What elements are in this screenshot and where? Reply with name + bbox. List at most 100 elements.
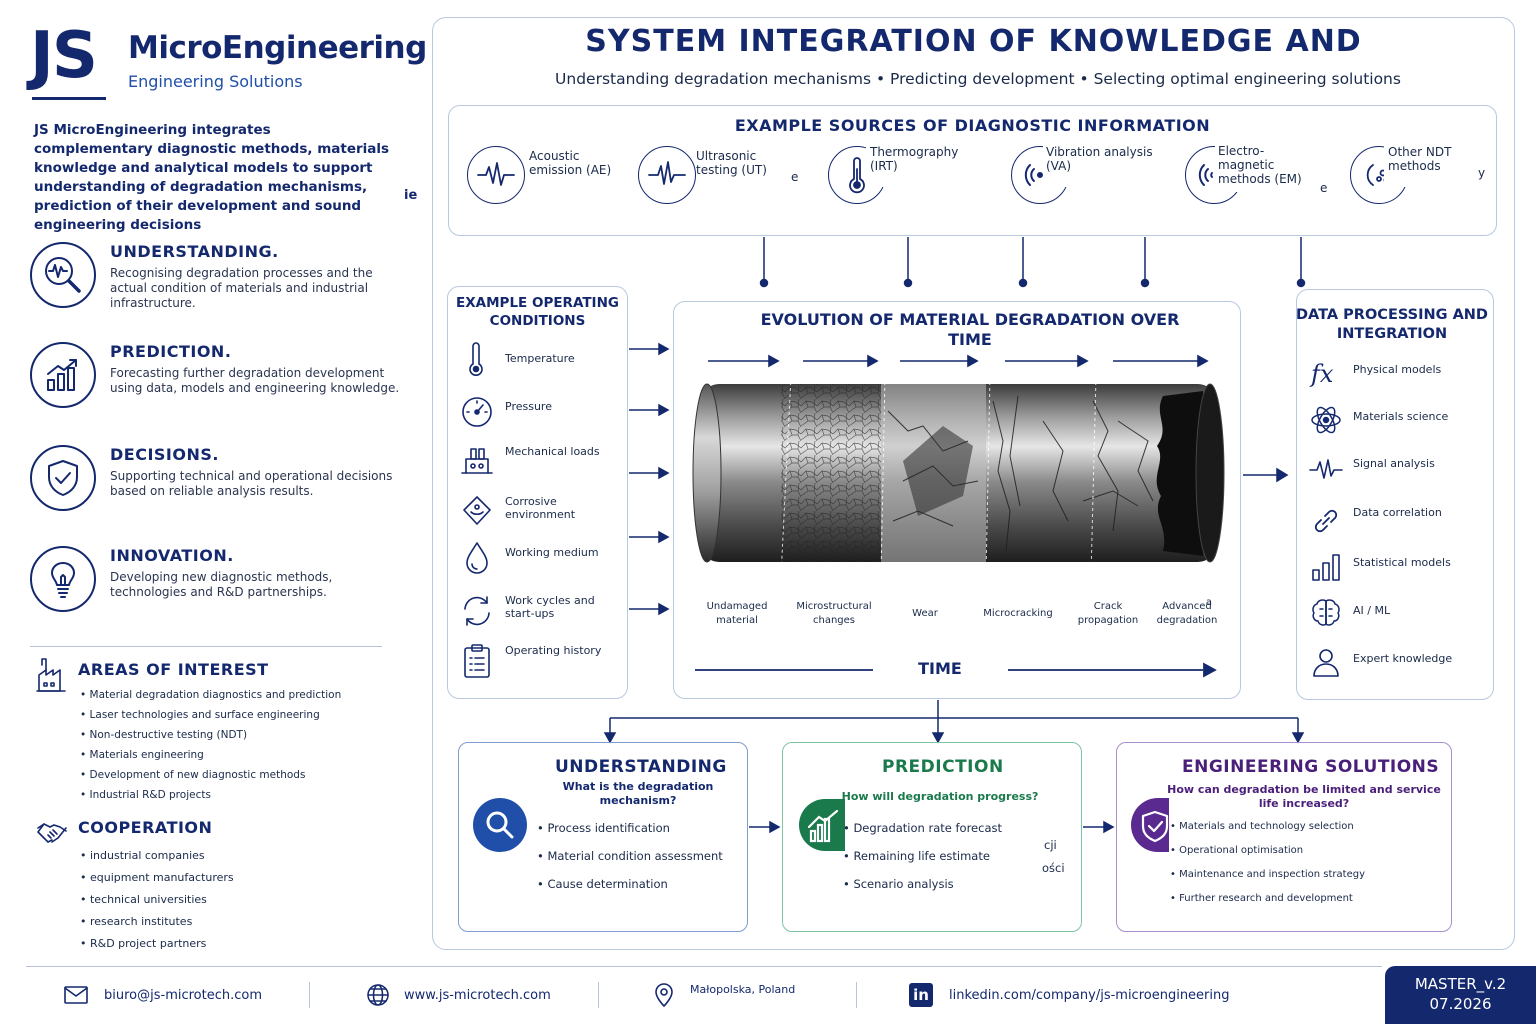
link-icon [1310,505,1342,541]
brand-tagline: Engineering Solutions [128,72,303,91]
outcome-title: PREDICTION [882,757,1004,777]
outcome-item: • Cause determination [537,877,668,891]
source-label-text: Thermography (IRT) [870,145,959,173]
outcome-understanding [458,742,748,932]
outcome-question: How will degradation progress? [841,790,1039,803]
outcome-item: • Maintenance and inspection strategy [1170,869,1366,880]
source-label: Ultrasonic testing (UT) [696,149,767,177]
outcome-item: • Further research and development [1170,893,1353,904]
ultrasound-icon [638,146,696,204]
list-item: • Laser technologies and surface enginee… [80,709,320,721]
condition-label: Working medium [505,546,599,559]
gauge-icon [460,395,494,431]
clipboard-icon [462,643,492,683]
handshake-icon [36,818,68,852]
processing-label: Signal analysis [1353,457,1435,470]
source-label: Other NDT methods [1384,145,1474,187]
degradation-pipe-illustration [692,354,1225,678]
source-label-text: Electro-magnetic methods (EM) [1218,144,1302,186]
shield-check-icon [1131,798,1169,852]
outcome-title: ENGINEERING SOLUTIONS [1182,757,1440,777]
envelope-icon [64,986,88,1008]
pillar-text: Developing new diagnostic methods, techn… [110,570,333,599]
brain-icon [1309,597,1343,633]
trend-chart-icon [799,799,845,851]
source-label: Electro-magnetic methods (EM) [1215,140,1315,192]
conditions-title: EXAMPLE OPERATING CONDITIONS [456,295,619,329]
stray-text: e [1320,181,1328,195]
footer-website[interactable]: www.js-microtech.com [404,988,551,1003]
source-label-text: Other NDT methods [1388,145,1452,173]
list-item: • equipment manufacturers [80,871,234,884]
pillar-text: Forecasting further degradation developm… [110,366,400,395]
outcome-item: • Process identification [537,821,670,835]
pillar-title: UNDERSTANDING. [110,242,279,261]
weights-icon [460,443,494,479]
search-icon [473,798,527,852]
processing-label: Materials science [1353,410,1449,423]
outcome-item: • Operational optimisation [1170,845,1304,856]
sources-title: EXAMPLE SOURCES OF DIAGNOSTIC INFORMATIO… [734,116,1211,135]
fx-icon: fx [1311,360,1334,388]
outcome-title: UNDERSTANDING [555,757,727,777]
stage-label: Advanced degradation [1156,601,1218,626]
processing-label: Statistical models [1353,556,1451,569]
main-frame [432,17,1515,950]
outcome-item: • Remaining life estimate [843,849,990,863]
footer-divider [26,966,1382,967]
cycle-icon [459,593,495,633]
stage-label: Undamaged material [706,601,768,626]
logo-underline [32,97,106,100]
source-label: Acoustic emission (AE) [529,149,612,177]
linkedin-icon: in [909,983,933,1007]
areas-title: AREAS OF INTEREST [78,660,269,679]
processing-label: Physical models [1353,363,1442,376]
outcome-item: • Degradation rate forecast [843,821,1002,835]
droplet-icon [462,540,492,580]
processing-label: AI / ML [1353,604,1391,617]
magnifier-signal-icon [30,242,96,308]
pillar-text: Recognising degradation processes and th… [110,266,373,310]
list-item: • industrial companies [80,849,205,862]
stage-label: Microstructural changes [796,601,872,626]
footer-location: Małopolska, Poland [690,983,796,996]
version-date: 07.2026 [1429,995,1492,1013]
list-item: • research institutes [80,915,193,928]
footer-separator [309,982,310,1008]
list-item: • Non-destructive testing (NDT) [80,729,248,741]
pillar-title: INNOVATION. [110,546,234,565]
thermometer-icon [462,342,490,382]
conditions-panel [447,286,628,699]
stray-text: ie [404,188,418,203]
condition-label: Pressure [505,400,552,413]
list-item: • technical universities [80,893,207,906]
waveform-icon [467,146,525,204]
page-title: SYSTEM INTEGRATION OF KNOWLEDGE AND [585,24,1362,59]
stray-text: e [791,170,799,184]
stage-label: Microcracking [983,608,1053,619]
stray-text: a [1205,597,1213,608]
outcome-prediction [782,742,1082,932]
atom-icon [1309,403,1343,441]
outcome-item: • Materials and technology selection [1170,821,1354,832]
outcome-engineering [1116,742,1452,932]
outcome-item: • Scenario analysis [843,877,954,891]
person-icon [1310,646,1342,682]
list-item: • Materials engineering [80,749,204,761]
brand-name: MicroEngineering [128,30,427,66]
globe-icon [366,983,390,1011]
waveform-icon [1309,457,1343,487]
pillar-text: Supporting technical and operational dec… [110,469,393,498]
footer-email[interactable]: biuro@js-microtech.com [104,988,263,1003]
source-label-text: Vibration analysis (VA) [1046,145,1153,173]
stray-text: cji [1044,838,1057,852]
footer-linkedin[interactable]: linkedin.com/company/js-microengineering [949,988,1230,1003]
bar-chart-icon [1310,552,1342,586]
page-subtitle: Understanding degradation mechanisms • P… [555,70,1401,88]
pillar-title: DECISIONS. [110,445,219,464]
condition-label: Temperature [505,352,575,365]
outcome-question: What is the degradation mechanism? [562,780,714,807]
factory-icon [36,657,66,697]
pillar-title: PREDICTION. [110,342,232,361]
